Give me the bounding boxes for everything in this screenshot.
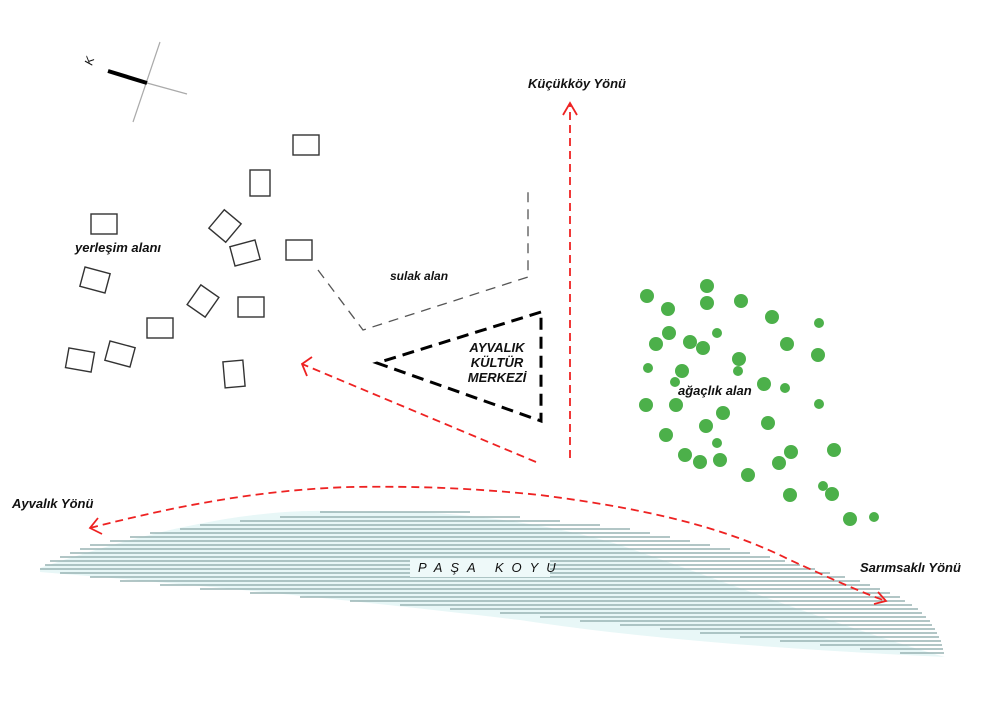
building [103,340,137,368]
tree [772,456,786,470]
tree [784,445,798,459]
building [285,239,313,261]
direction-arrows [89,103,887,602]
tree [814,318,824,328]
tree [669,398,683,412]
tree [661,302,675,316]
tree [683,335,697,349]
arrow-coastal-road [89,485,887,602]
tree [712,328,722,338]
tree [732,352,746,366]
bay-label-bg [410,559,550,577]
direction-kucukkoy-label: Küçükköy Yönü [528,76,626,91]
pasa-bay: PAŞA KOYU [40,510,945,657]
settlement-buildings [64,134,320,389]
tree [825,487,839,501]
arrow-heads [88,101,888,605]
tree [659,428,673,442]
tree [780,383,790,393]
building [249,169,271,197]
arrow-head-ayvalik [88,517,103,535]
arrow-settlement-line [301,363,537,463]
woodland-trees [639,279,879,526]
tree [639,398,653,412]
tree [741,468,755,482]
bay-label: PAŞA KOYU [418,560,564,575]
building [222,359,246,389]
building [64,347,96,373]
tree [734,294,748,308]
arrow-head-settlement [300,356,313,377]
building [186,283,220,319]
north-label: K [82,54,98,67]
direction-ayvalik-label: Ayvalık Yönü [11,496,93,511]
cultural-center-site [372,309,543,424]
tree [713,453,727,467]
bay-water-lines [40,511,944,654]
tree [678,448,692,462]
tree [811,348,825,362]
tree [761,416,775,430]
tree [662,326,676,340]
tree [696,341,710,355]
building [228,239,262,267]
tree [670,377,680,387]
tree [643,363,653,373]
tree [757,377,771,391]
tree [640,289,654,303]
north-cross-line-2 [146,82,188,95]
tree [818,481,828,491]
direction-sarimsakli-label: Sarımsaklı Yönü [860,560,961,575]
tree [869,512,879,522]
tree [783,488,797,502]
wetland-boundary [317,188,529,331]
building [207,208,243,244]
tree [843,512,857,526]
building [237,296,265,318]
tree [700,296,714,310]
tree [814,399,824,409]
north-arrow: K [82,41,188,123]
arrow-head-sarimsakli [873,591,888,605]
tree [700,279,714,293]
settlement-label: yerleşim alanı [74,240,161,255]
tree [699,419,713,433]
tree [675,364,689,378]
center-label-line-2: KÜLTÜR [471,355,524,370]
woodland-label: ağaçlık alan [678,383,752,398]
tree [712,438,722,448]
tree [649,337,663,351]
building [292,134,320,156]
tree [827,443,841,457]
tree [693,455,707,469]
center-label-line-1: AYVALIK [468,340,526,355]
tree [765,310,779,324]
building [90,213,118,235]
building [146,317,174,339]
building [78,266,112,294]
center-label-line-3: MERKEZİ [468,370,528,385]
tree [733,366,743,376]
wetland-label: sulak alan [390,269,448,283]
cultural-center-label: AYVALIK KÜLTÜR MERKEZİ [468,340,528,385]
north-pointer [107,69,148,85]
arrow-head-kucukkoy [562,101,578,116]
tree [716,406,730,420]
tree [780,337,794,351]
